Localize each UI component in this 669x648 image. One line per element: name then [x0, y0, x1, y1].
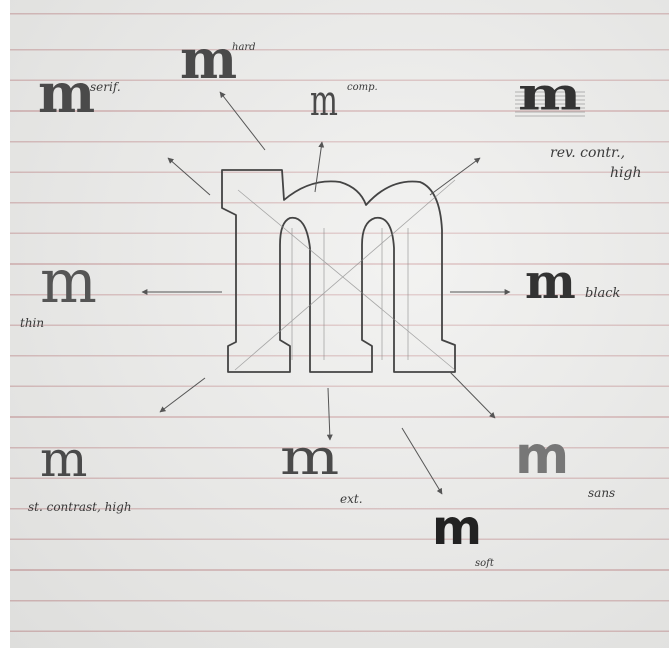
black-m-glyph: m [525, 258, 576, 306]
central-m-outline [222, 170, 455, 372]
sans-label: sans [588, 486, 615, 500]
comp-label: comp. [347, 82, 378, 93]
black-label: black [585, 286, 620, 301]
hard-m-glyph: m [180, 32, 237, 86]
sans-m-glyph: m [515, 430, 569, 482]
construction-lines [235, 180, 455, 370]
serif-m-glyph: m [38, 66, 95, 120]
extended-m-glyph: m [280, 432, 339, 482]
extended-label: ext. [340, 492, 363, 506]
thin-label: thin [20, 316, 44, 330]
reverse-contrast-label-line1: rev. contr., [550, 145, 625, 161]
thin-m-glyph: m [40, 252, 97, 312]
standard-contrast-label: st. contrast, high [28, 500, 132, 514]
hard-label: hard [232, 42, 256, 53]
serif-label: serif. [90, 80, 121, 94]
soft-label: soft [475, 558, 494, 569]
standard-contrast-m-glyph: m [40, 434, 87, 484]
reverse-contrast-label-line2: high [610, 165, 641, 181]
reverse-contrast-m-glyph: m [518, 72, 582, 117]
notebook-paper: m serif. m hard m comp. m rev. contr., h… [10, 0, 669, 648]
comp-m-glyph: m [310, 80, 338, 122]
soft-m-glyph: m [432, 504, 482, 552]
